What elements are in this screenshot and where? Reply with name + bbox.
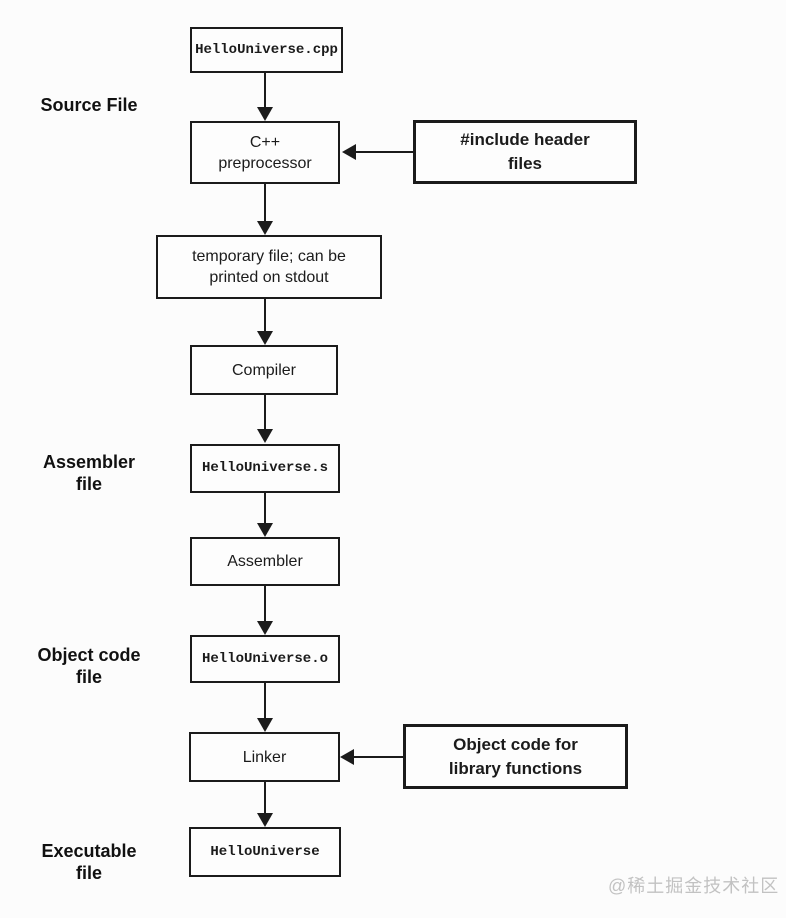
node-executable: HelloUniverse [189, 827, 341, 877]
node-object-file: HelloUniverse.o [190, 635, 340, 683]
left-arrow-icon-libraries-to-linker [340, 749, 403, 765]
down-arrow-icon-objectfile-to-linker [257, 683, 273, 732]
stage-label-object-code-file: Object code file [37, 645, 141, 687]
node-preprocessor: C++ preprocessor [190, 121, 340, 184]
node-source-file: HelloUniverse.cpp [190, 27, 343, 73]
down-arrow-icon-preprocessor-to-tempfile [257, 184, 273, 235]
stage-label-source-file: Source File [40, 95, 138, 115]
down-arrow-icon-assemblyfile-to-assembler [257, 493, 273, 537]
down-arrow-icon-tempfile-to-compiler [257, 299, 273, 345]
stage-label-assembler-file: Assembler file [42, 452, 136, 494]
node-assembly-file: HelloUniverse.s [190, 444, 340, 493]
node-compiler: Compiler [190, 345, 338, 395]
node-library-object-code: Object code for library functions [403, 724, 628, 789]
node-linker: Linker [189, 732, 340, 782]
left-arrow-icon-headers-to-preprocessor [342, 144, 413, 160]
node-temporary-file: temporary file; can be printed on stdout [156, 235, 382, 299]
down-arrow-icon-assembler-to-objectfile [257, 586, 273, 635]
node-assembler: Assembler [190, 537, 340, 586]
node-header-files: #include header files [413, 120, 637, 184]
stage-label-executable-file: Executable file [41, 841, 137, 883]
watermark-text: @稀土掘金技术社区 [608, 876, 780, 896]
down-arrow-icon-source-to-preprocessor [257, 73, 273, 121]
down-arrow-icon-linker-to-executable [257, 782, 273, 827]
down-arrow-icon-compiler-to-assemblyfile [257, 395, 273, 443]
